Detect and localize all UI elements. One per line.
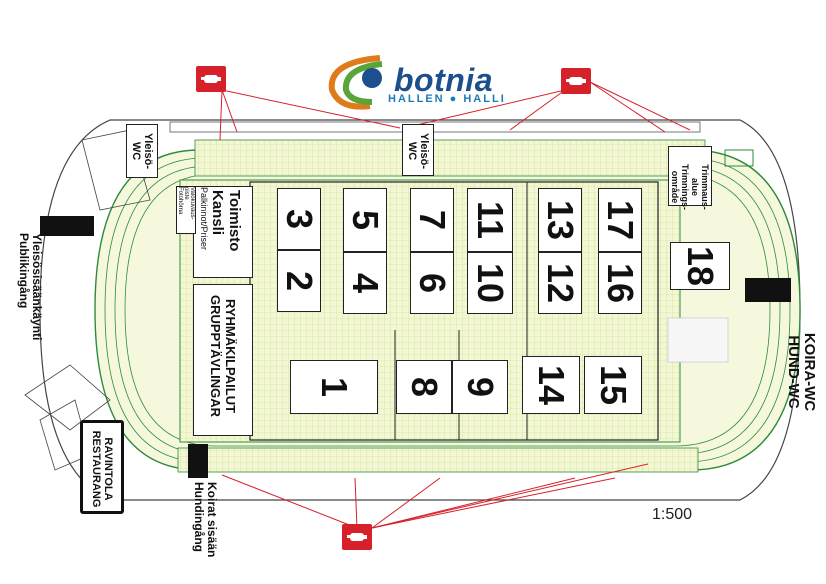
- ring-3: 3: [277, 188, 321, 250]
- ring-15: 15: [584, 356, 642, 414]
- ring-12: 12: [538, 252, 582, 314]
- group-competitions-label: RYHMÄKILPAILUT GRUPPTÄVLINGAR: [208, 294, 238, 418]
- prizes-label: Palkinnot/Priser: [199, 187, 209, 251]
- ring-11: 11: [467, 188, 513, 252]
- ring-5: 5: [343, 188, 387, 252]
- grooming-area: Trimmaus- alue Trimnings- område: [668, 146, 712, 210]
- entrance-marker-right: [745, 278, 791, 302]
- fire-extinguisher-icon: [196, 66, 226, 92]
- map-scale: 1:500: [652, 506, 693, 523]
- ring-1: 1: [290, 360, 378, 414]
- ring-18: 18: [670, 242, 730, 290]
- dog-entrance-label: Koirat sisään Hundingång: [192, 482, 219, 558]
- entrance-marker-bottom: [188, 444, 208, 478]
- ring-17: 17: [598, 188, 642, 252]
- restaurant: RAVINTOLA RESTAURANG: [80, 420, 124, 514]
- ring-9: 9: [452, 360, 508, 414]
- public-wc-middle: Yleisö- WC: [402, 124, 434, 176]
- photo-point-label: Valokuvaus- piste Fotohörna: [177, 187, 195, 220]
- botnia-logo-icon: [328, 55, 383, 110]
- fire-extinguisher-icon: [342, 524, 372, 550]
- office-box: Toimisto Kansli Palkinnot/Priser: [193, 186, 253, 278]
- ring-6: 6: [410, 252, 454, 314]
- logo-subtitle: HALLEN ● HALLI: [388, 93, 506, 105]
- ring-16: 16: [598, 252, 642, 314]
- public-wc-middle-label: Yleisö- WC: [406, 132, 430, 170]
- public-wc-left: Yleisö- WC: [126, 124, 158, 178]
- entrance-marker-left: [40, 216, 94, 236]
- ring-13: 13: [538, 188, 582, 252]
- ring-4: 4: [343, 252, 387, 314]
- photo-point: Valokuvaus- piste Fotohörna: [176, 186, 196, 234]
- office-title: Toimisto Kansli: [209, 190, 243, 252]
- public-entrance-label: Yleisösisäänkäynti Publikingång: [17, 233, 44, 341]
- ring-10: 10: [467, 252, 513, 314]
- ring-2: 2: [277, 250, 321, 312]
- restaurant-label: RAVINTOLA RESTAURANG: [90, 430, 114, 508]
- ring-14: 14: [522, 356, 580, 414]
- group-competitions-area: RYHMÄKILPAILUT GRUPPTÄVLINGAR: [193, 284, 253, 436]
- fire-extinguisher-icon: [561, 68, 591, 94]
- public-wc-left-label: Yleisö- WC: [130, 132, 154, 170]
- ring-8: 8: [396, 360, 452, 414]
- ring-7: 7: [410, 188, 454, 252]
- logo-brand-text: botnia: [394, 62, 493, 98]
- grooming-area-label: Trimmaus- alue Trimnings- område: [670, 163, 710, 210]
- dog-wc-label: KOIRA-WC HUND-WC: [785, 332, 818, 412]
